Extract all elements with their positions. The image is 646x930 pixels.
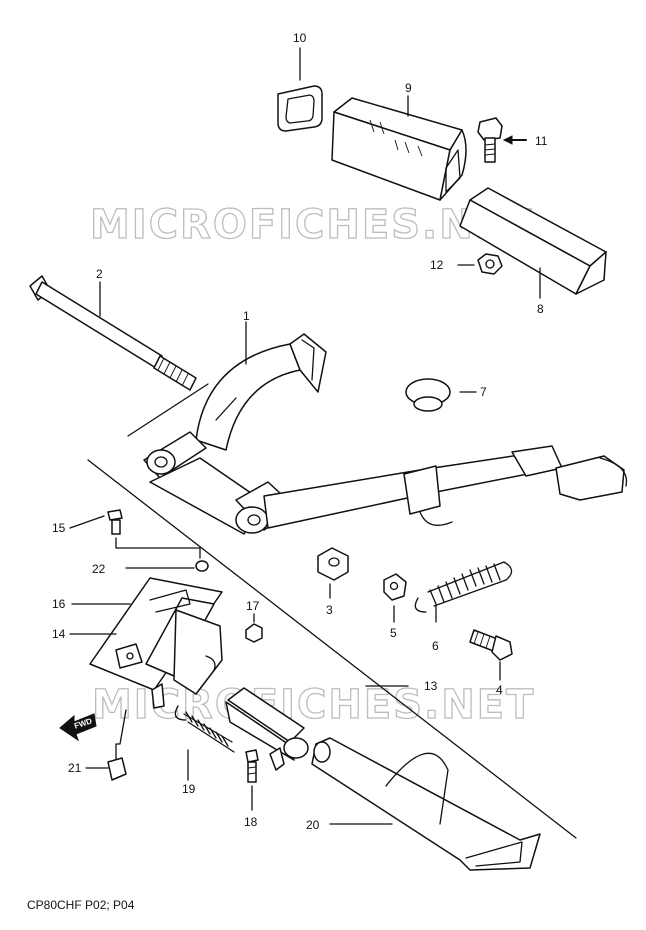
callout-10: 10 bbox=[293, 31, 307, 45]
part-10-gasket bbox=[277, 85, 323, 132]
part-14-bracket bbox=[69, 577, 223, 709]
callout-19: 19 bbox=[182, 782, 196, 796]
callout-20: 20 bbox=[306, 818, 320, 832]
watermark-bottom: MICROFICHES.NET bbox=[92, 682, 535, 728]
callout-21: 21 bbox=[68, 761, 82, 775]
part-21-bolt bbox=[85, 709, 127, 781]
part-19-spring bbox=[174, 705, 235, 781]
callout-8: 8 bbox=[537, 302, 544, 316]
callout-14: 14 bbox=[52, 627, 66, 641]
part-7-cap bbox=[405, 378, 477, 412]
watermark-top: MICROFICHES.NET bbox=[90, 202, 533, 248]
callout-5: 5 bbox=[390, 626, 397, 640]
callout-17: 17 bbox=[246, 599, 260, 613]
callout-9: 9 bbox=[405, 81, 412, 95]
part-22-nut bbox=[125, 560, 209, 572]
fwd-arrow-icon: FWD bbox=[59, 713, 97, 742]
callout-4: 4 bbox=[496, 683, 503, 697]
divider-line bbox=[87, 459, 577, 839]
callout-1: 1 bbox=[243, 309, 250, 323]
part-4-bolt bbox=[469, 629, 513, 681]
part-2-long-bolt bbox=[29, 275, 197, 391]
callout-13: 13 bbox=[424, 679, 438, 693]
callout-7: 7 bbox=[480, 385, 487, 399]
callout-3: 3 bbox=[326, 603, 333, 617]
part-5-nut bbox=[383, 573, 407, 623]
part-9-rubber-cover bbox=[331, 97, 467, 201]
part-6-spring bbox=[414, 561, 513, 623]
callout-numbers: 10 9 11 12 2 8 1 7 15 22 16 17 3 5 14 6 … bbox=[52, 31, 548, 832]
callout-2: 2 bbox=[96, 267, 103, 281]
part-20-side-stand bbox=[225, 687, 541, 871]
part-3-nut bbox=[317, 547, 349, 599]
callout-6: 6 bbox=[432, 639, 439, 653]
callout-11: 11 bbox=[535, 134, 548, 148]
part-18-bolt bbox=[245, 749, 259, 811]
callout-16: 16 bbox=[52, 597, 66, 611]
callout-22: 22 bbox=[92, 562, 106, 576]
callout-18: 18 bbox=[244, 815, 258, 829]
part-11-bolt bbox=[477, 117, 527, 163]
part-15-bolt bbox=[69, 509, 201, 559]
part-17-nut bbox=[245, 613, 263, 643]
part-12-nut bbox=[457, 253, 503, 275]
diagram-caption: CP80CHF P02; P04 bbox=[27, 898, 135, 912]
callout-15: 15 bbox=[52, 521, 66, 535]
part-1-main-stand bbox=[127, 333, 628, 535]
part-8-square-tube bbox=[459, 187, 607, 295]
callout-12: 12 bbox=[430, 258, 444, 272]
